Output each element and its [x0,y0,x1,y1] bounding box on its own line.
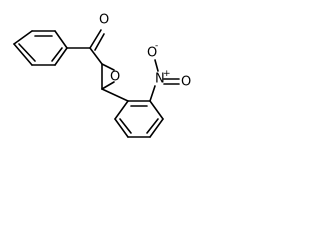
nitrogen-oxygen-bond [154,59,159,72]
nitro-nitrogen-charge: + [163,69,171,79]
epoxide-co-bond [101,63,115,71]
nitro-group: N + O - O [147,41,191,102]
ring-bond [114,118,129,138]
ring-double-bond [146,118,159,134]
ring-bond [149,118,164,138]
carbonyl-epoxide-bond [89,47,103,65]
aryl-nitrogen-bond [149,85,156,102]
carbonyl-group: O [89,13,109,51]
ring-bond [13,43,33,66]
epoxide-co-bond [101,81,115,90]
nitrophenyl-ring [114,100,164,138]
nitro-oxygen-top-charge: - [155,41,158,51]
epoxide-aryl-bond [101,88,129,102]
ring-bond [54,30,68,49]
chemical-structure-diagram: O O N + O - O [13,13,191,138]
carbonyl-oxygen-label: O [99,13,109,28]
ring-bond [13,30,33,45]
ring-double-bond [18,43,36,62]
ring-bond [54,47,68,66]
carbonyl-double-bond [94,33,105,51]
ring-double-bond [51,47,63,62]
phenyl-ring [13,30,68,66]
ring-double-bond [119,118,132,134]
ring-bond [149,100,164,120]
epoxide-oxygen-label: O [110,70,120,85]
ring-bond [114,100,129,120]
nitro-nitrogen-label: N [155,72,165,87]
nitro-oxygen-right-label: O [181,75,191,90]
epoxide-ring: O [101,63,120,90]
nitro-oxygen-top-label: O [147,46,157,61]
carbonyl-double-bond [89,29,102,49]
